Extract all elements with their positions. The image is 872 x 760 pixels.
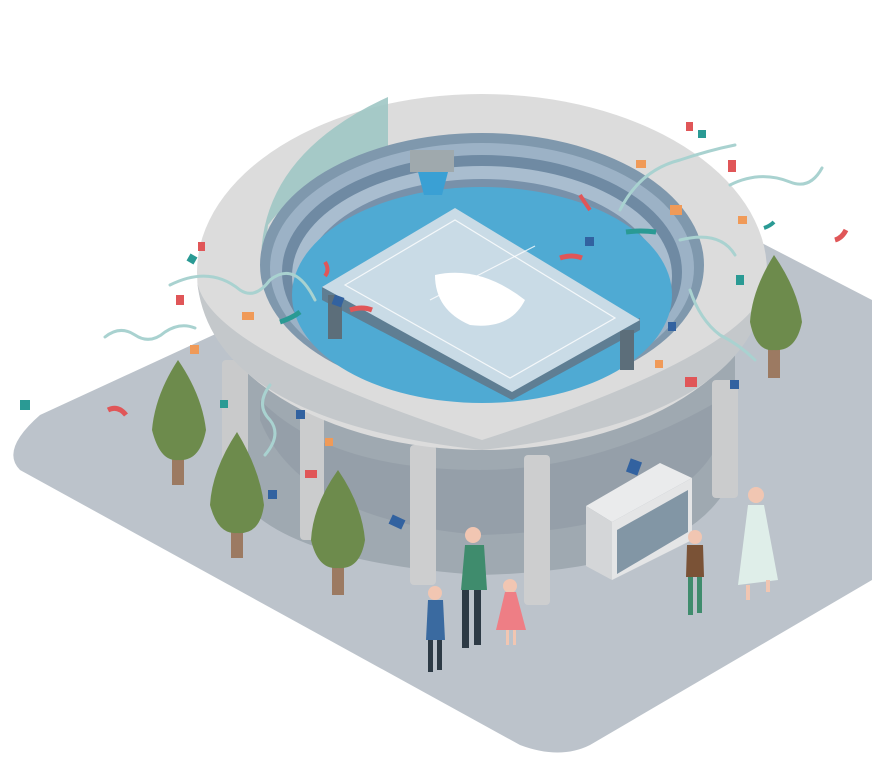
person-icon [686,530,704,615]
person-icon [738,487,778,600]
tree-icon [311,470,365,595]
person-icon [496,579,526,645]
pillar [410,445,436,585]
glass-canopy [261,97,388,280]
scoreboard [410,150,454,172]
stadium [197,94,767,605]
streamer-icon [103,143,824,457]
field-platform-side [322,287,640,400]
pillar [524,455,550,605]
person-icon [461,527,487,648]
person-icon [426,586,445,672]
tree-icon [750,255,802,378]
tree-icon [152,360,206,485]
tree-icon [210,432,264,558]
pillar [712,380,738,498]
ticket-booth-icon [586,463,692,580]
confetti-icon [20,122,849,530]
